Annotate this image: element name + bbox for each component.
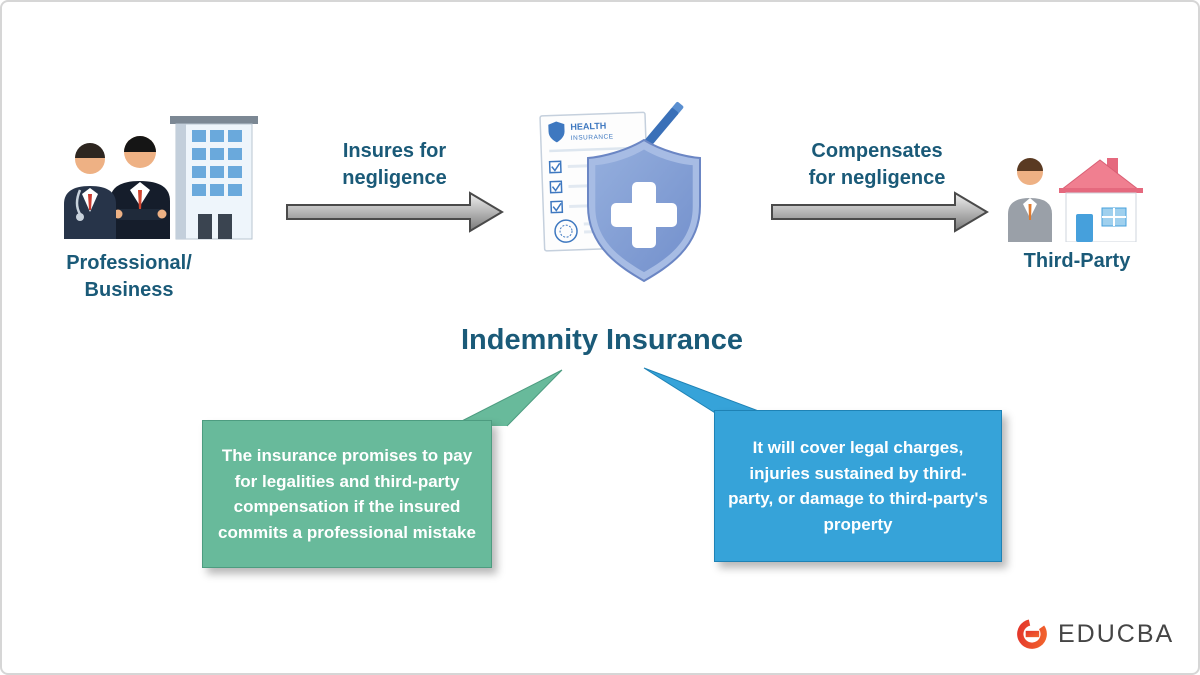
document-header-line2: INSURANCE [571, 133, 614, 141]
blue-callout-text: It will cover legal charges, injuries su… [728, 438, 988, 534]
document-shield-glyph [548, 121, 565, 143]
left-arrow-label: Insures for negligence [342, 140, 447, 189]
educba-logo-text: EDUCBA [1058, 619, 1175, 648]
left-entity-label: Professional/ Business [66, 252, 192, 301]
page-title: Indemnity Insurance [460, 324, 743, 356]
right-arrow-icon [771, 191, 989, 233]
third-party-icon [1008, 158, 1143, 242]
professional-business-icon [64, 116, 258, 240]
blue-callout: It will cover legal charges, injuries su… [714, 410, 1002, 562]
green-callout: The insurance promises to pay for legali… [202, 420, 492, 568]
right-arrow-label: Compensates for negligence [808, 140, 946, 189]
document-header-line1: HEALTH [570, 121, 606, 132]
document-stamp [554, 219, 578, 243]
plus-cross-icon [611, 182, 677, 248]
educba-logo-icon [1017, 619, 1047, 649]
educba-logo: EDUCBA [1014, 616, 1174, 652]
green-callout-text: The insurance promises to pay for legali… [218, 446, 476, 542]
right-entity-label: Third-Party [1023, 250, 1131, 272]
indemnity-shield-icon: HEALTH INSURANCE [539, 101, 701, 283]
left-arrow-icon [286, 191, 504, 233]
